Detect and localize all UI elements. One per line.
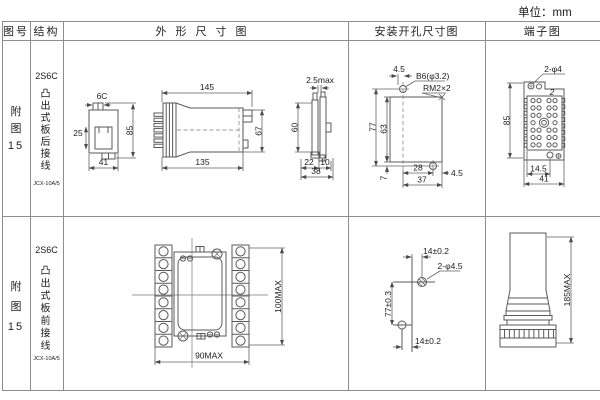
dim-label: 2-φ4 (544, 64, 562, 74)
unit-label: 单位：mm (518, 7, 572, 19)
row-divider-line (2, 216, 600, 217)
dim-label: RM2×2 (423, 83, 451, 93)
dim-label: 38 (311, 166, 321, 176)
dim-label: 10 (320, 157, 330, 167)
dim-label: 14±0.2 (415, 336, 441, 346)
header-structure: 结构 (33, 25, 60, 38)
relay-side-view (499, 232, 557, 348)
model-row1: 2S6C (35, 71, 58, 81)
dim-label: 41 (539, 174, 549, 184)
col-divider-2 (63, 21, 64, 390)
socket-view (132, 238, 268, 368)
dim-label: 25 (73, 128, 83, 138)
header-bottom-line (2, 40, 600, 41)
col-divider-3 (348, 21, 349, 390)
dim-label: 77 (368, 122, 378, 132)
terminal-holes (530, 97, 558, 148)
terminal-number: 2 (549, 87, 555, 97)
table-bottom-line (2, 390, 600, 391)
type-code-row1: JCX-10A/5 (33, 181, 60, 187)
mounting-drawing-rear: 4.5 B6(φ3.2) RM2×2 77 63 7 28 4.5 37 (368, 64, 463, 188)
fig-label-row2: 附 图 15 (2, 277, 30, 337)
fig-char: 附 (10, 281, 22, 293)
socket-dims: 100MAX 90MAX (154, 247, 285, 365)
dim-label: 4.5 (393, 64, 405, 74)
mounting-view (389, 82, 443, 172)
dim-label: 77±0.3 (383, 291, 393, 317)
col-divider-4 (485, 21, 486, 390)
dim-label: 6C (97, 91, 108, 101)
dim-label: B6(φ3.2) (416, 71, 450, 81)
type-code-row2: JCX-10A/5 (33, 356, 60, 362)
header-outline: 外形尺寸图 (155, 25, 256, 38)
panel-view (310, 91, 332, 162)
dim-label: 63 (379, 124, 389, 134)
col-divider-1 (30, 21, 31, 390)
mounting-drawing-front: 14±0.2 2-φ4.5 77±0.3 14±0.2 (383, 246, 463, 352)
dim-label: 22 (304, 157, 314, 167)
fig-char: 附 (10, 106, 22, 118)
front-view (88, 102, 119, 160)
header-terminal: 端子图 (523, 25, 562, 38)
dim-label: 135 (195, 157, 209, 167)
dim-label: 85 (502, 116, 512, 126)
dim-label: 60 (290, 123, 300, 133)
dim-label: 2-φ4.5 (438, 261, 463, 271)
mounting-view-2 (393, 258, 435, 352)
dim-label: 37 (417, 175, 427, 185)
dim-label: 7 (379, 175, 389, 180)
header-mounting: 安装开孔尺寸图 (374, 25, 459, 38)
terminal-drawing-front: 185MAX (499, 232, 574, 348)
fig-char: 图 (10, 123, 22, 135)
fig-char: 图 (10, 301, 22, 313)
side-view (153, 102, 253, 158)
dim-label: 14±0.2 (423, 246, 449, 256)
terminal-drawing-rear: 2 2-φ4 (502, 64, 566, 187)
structure-row1: 凸出式板后接线 (38, 88, 49, 172)
dim-label: 85 (125, 126, 135, 136)
fig-num: 15 (7, 140, 25, 152)
mounting-dims-2: 14±0.2 2-φ4.5 77±0.3 14±0.2 (383, 246, 463, 350)
dim-label: 41 (99, 157, 109, 167)
table-top-line (2, 21, 600, 22)
fig-label-row1: 附 图 15 (2, 104, 30, 155)
table-left-line (2, 21, 3, 390)
structure-row2: 凸出式板前接线 (38, 265, 49, 353)
dim-label: 67 (254, 126, 264, 136)
dim-label: 14.5 (530, 164, 547, 174)
dim-label: 28 (413, 163, 423, 173)
mounting-dims: 4.5 B6(φ3.2) RM2×2 77 63 7 28 4.5 37 (368, 64, 463, 188)
panel-view-dims: 2.5max 60 22 10 38 (290, 75, 335, 180)
dim-label: 90MAX (195, 351, 223, 361)
side-view-dims: 145 135 67 (161, 82, 265, 171)
outline-drawing-rear: 6C 85 41 25 145 (73, 75, 335, 180)
model-row2: 2S6C (35, 245, 58, 255)
terminal-dims: 2-φ4 85 14.5 41 (502, 64, 565, 187)
fig-num: 15 (7, 321, 25, 333)
outline-drawing-front: 100MAX 90MAX (132, 238, 285, 368)
dim-label: 100MAX (273, 280, 283, 313)
dim-label: 4.5 (451, 168, 463, 178)
dim-label: 145 (200, 82, 214, 92)
header-fig-no: 图号 (3, 25, 29, 38)
front-view-dims: 6C 85 41 25 (73, 91, 136, 171)
dim-label: 2.5max (306, 75, 335, 85)
relay-side-dims: 185MAX (547, 236, 574, 344)
dim-label: 185MAX (562, 273, 572, 306)
terminal-block: 2 (523, 81, 566, 161)
